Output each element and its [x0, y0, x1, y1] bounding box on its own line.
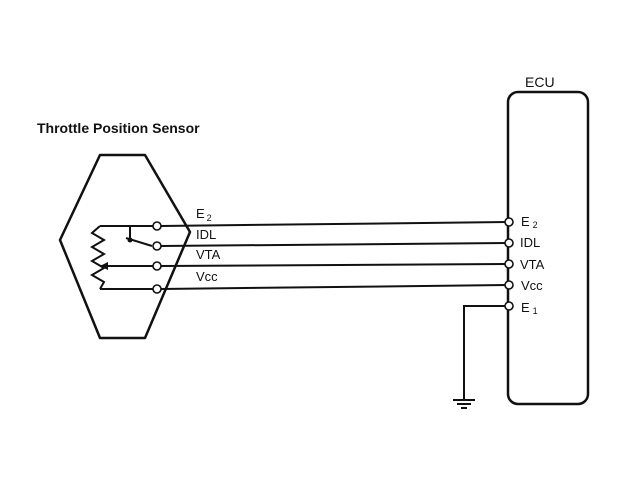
wire-vcc: [160, 284, 508, 290]
ecu-box: [506, 90, 590, 406]
wire-label-vta: VTA: [196, 247, 221, 262]
ecu-label-vta: VTA: [520, 257, 545, 272]
wiper-arrow: [100, 262, 108, 270]
ecu-terminal-e1: [504, 301, 514, 311]
wire-label-idl: IDL: [196, 227, 216, 242]
sensor-terminal-idl: [152, 241, 162, 251]
sensor-terminal-e2: [152, 221, 162, 231]
wire-label-vcc: Vcc: [196, 269, 218, 284]
sensor-terminal-vta: [152, 261, 162, 271]
wire-vta: [160, 263, 508, 267]
potentiometer-resistor: [90, 225, 106, 290]
sensor-terminal-vcc: [152, 284, 162, 294]
wire-idl: [160, 242, 508, 247]
ecu-title: ECU: [525, 74, 555, 90]
wire-e2: [160, 221, 508, 227]
e1-ground-wire: [463, 305, 505, 400]
ecu-label-idl: IDL: [520, 235, 540, 250]
sensor-housing: [58, 153, 192, 340]
ecu-label-vcc: Vcc: [521, 278, 543, 293]
ecu-terminal-e2: [504, 217, 514, 227]
idl-switch-blade: [125, 237, 153, 247]
ecu-terminal-idl: [504, 238, 514, 248]
ecu-terminal-vcc: [504, 280, 514, 290]
sensor-title: Throttle Position Sensor: [37, 120, 200, 136]
ecu-terminal-vta: [504, 259, 514, 269]
